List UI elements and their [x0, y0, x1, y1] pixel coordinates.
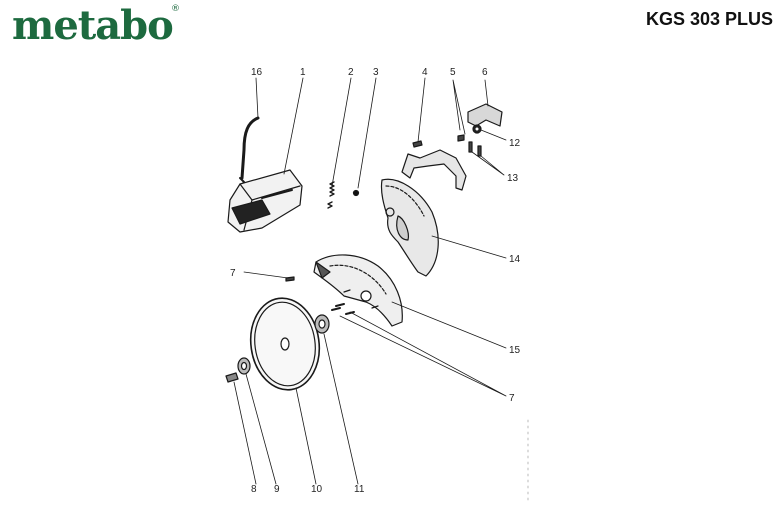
brand-wordmark: metabo — [12, 2, 174, 49]
callout-2: 2 — [348, 67, 354, 78]
spring — [327, 181, 335, 209]
saw-blade — [249, 297, 321, 391]
leader-lines — [233, 77, 507, 485]
pin-13a — [468, 141, 473, 153]
callout-15: 15 — [509, 345, 521, 356]
callout-1: 1 — [300, 67, 306, 78]
callout-11: 11 — [354, 484, 365, 495]
callout-7-lower: 7 — [509, 393, 515, 404]
mount-bracket — [467, 103, 503, 127]
screw-5b — [457, 134, 465, 142]
callout-7-upper: 7 — [230, 268, 236, 279]
callout-5: 5 — [450, 67, 456, 78]
power-cable — [240, 116, 260, 180]
callout-14: 14 — [509, 254, 521, 265]
motor-housing — [227, 169, 303, 233]
guard-bracket — [401, 149, 467, 191]
callout-13: 13 — [507, 173, 519, 184]
upper-blade-guard — [380, 178, 439, 277]
callout-6: 6 — [482, 67, 488, 78]
arbor-bolt — [225, 372, 239, 383]
small-nut — [352, 189, 360, 197]
callout-9: 9 — [274, 484, 280, 495]
outer-flange — [314, 314, 330, 334]
lower-blade-guard — [313, 254, 403, 327]
screw-5a — [412, 140, 423, 148]
inner-flange — [237, 357, 251, 375]
callout-12: 12 — [509, 138, 521, 149]
callout-16: 16 — [251, 67, 263, 78]
callout-4: 4 — [422, 67, 428, 78]
model-title: KGS 303 PLUS — [645, 9, 773, 29]
brand-logo: metabo ® — [12, 2, 180, 49]
callout-3: 3 — [373, 67, 379, 78]
callout-10: 10 — [311, 484, 323, 495]
callout-8: 8 — [251, 484, 257, 495]
screw-7b — [331, 303, 355, 315]
pin-13b — [477, 145, 482, 157]
registered-mark: ® — [171, 4, 180, 14]
